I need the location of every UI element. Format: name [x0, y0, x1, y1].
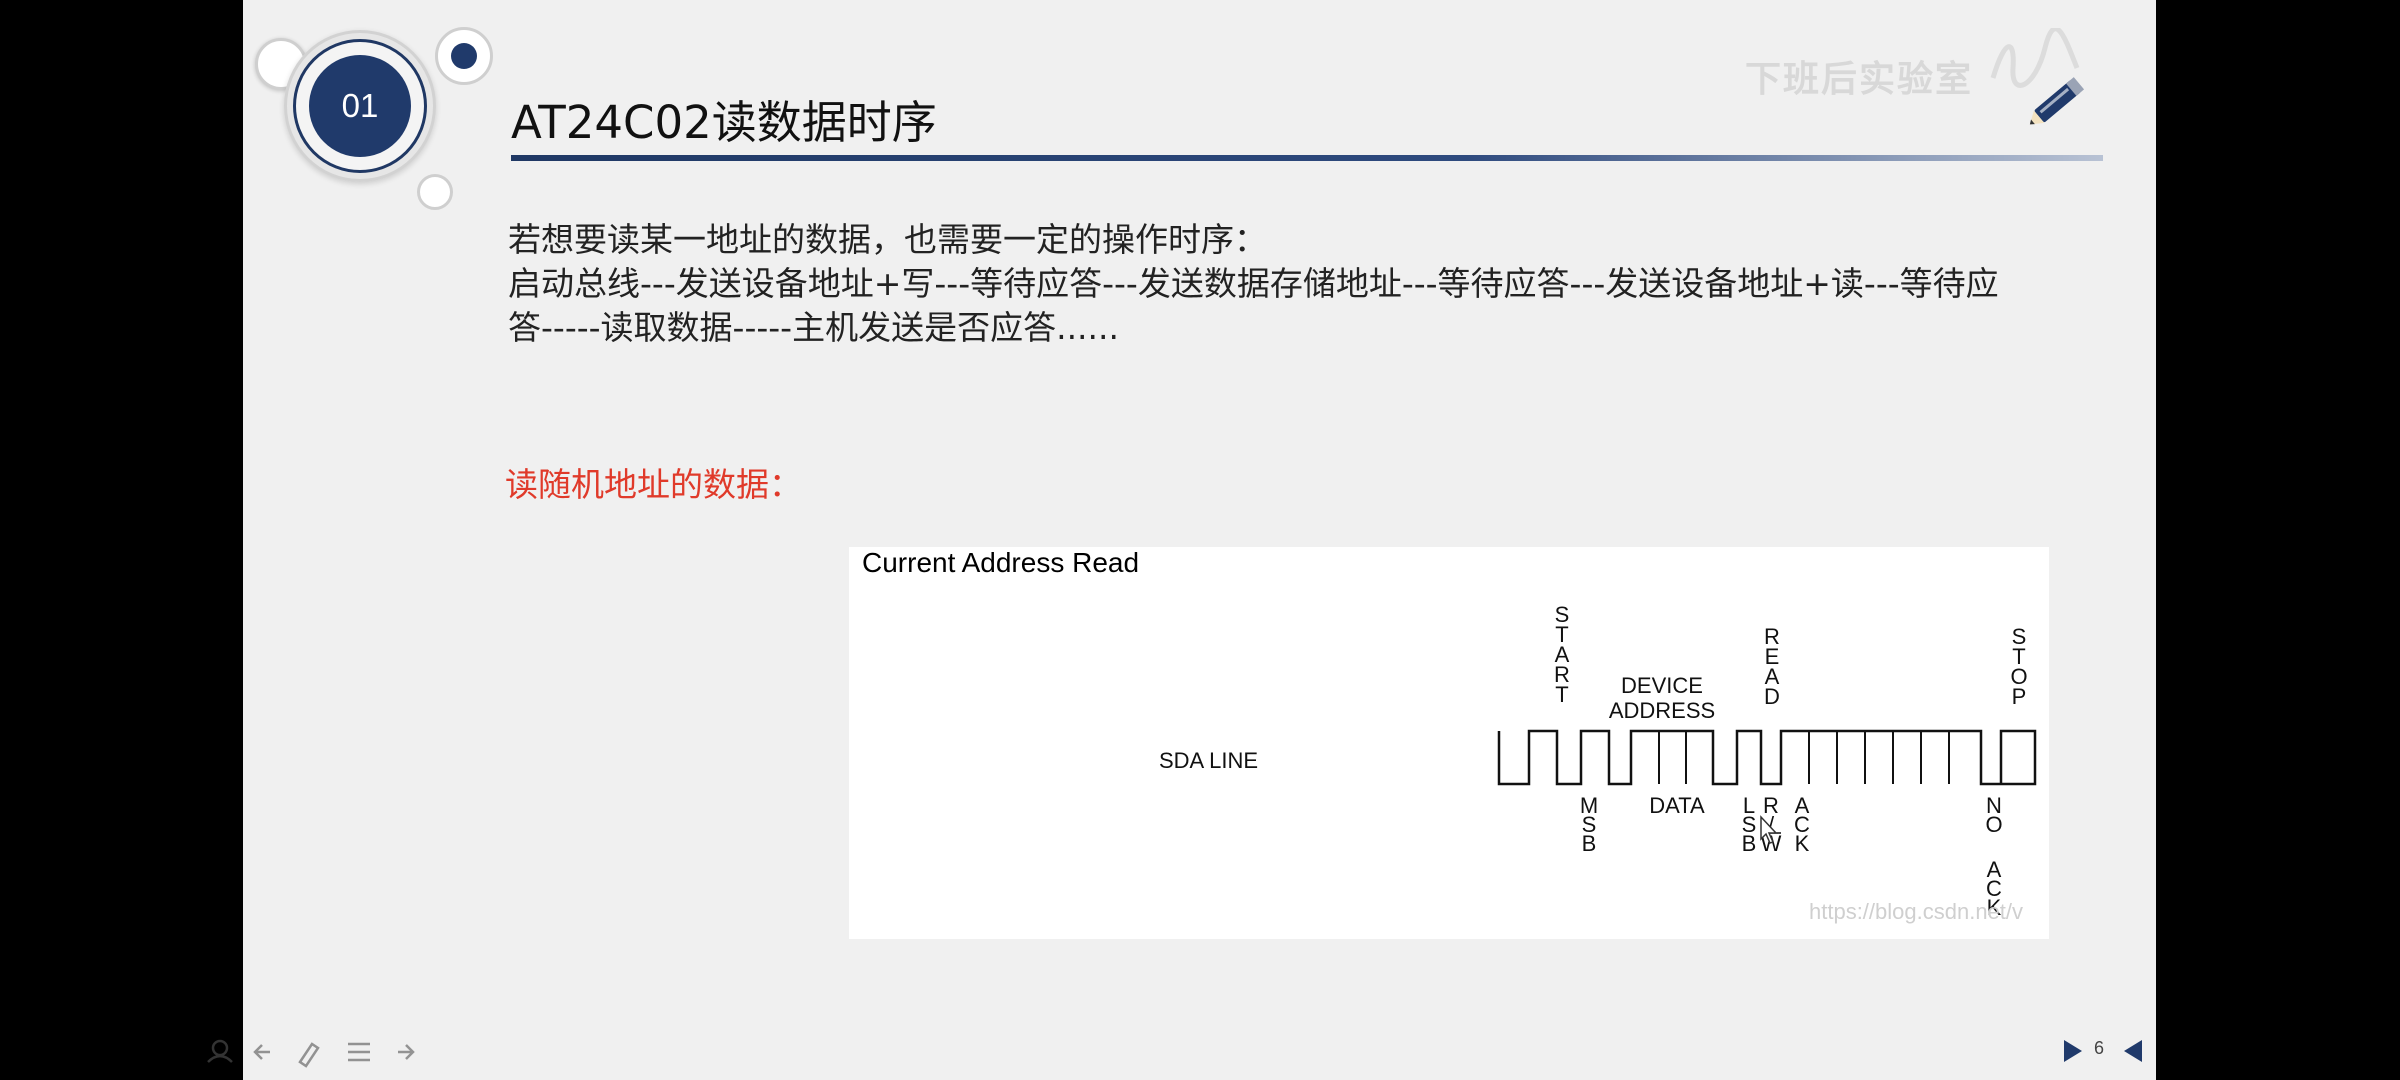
label-stop-char: S: [2012, 624, 2027, 649]
label-ack-char: A: [1795, 793, 1810, 818]
label-no-char: O: [1985, 812, 2002, 837]
label-data: DATA: [1649, 793, 1705, 818]
label-stop-char: O: [2010, 664, 2027, 689]
label-read-char: D: [1764, 684, 1780, 709]
next-slide-icon[interactable]: [2058, 1036, 2088, 1066]
sda-line-label: SDA LINE: [1159, 748, 1258, 773]
sda-waveform: [1497, 729, 2037, 786]
label-noack-char: C: [1986, 876, 2002, 901]
decor-circle: [435, 27, 493, 85]
title-underline: [511, 155, 2103, 161]
slide-title: AT24C02读数据时序: [511, 96, 937, 149]
label-start-char: S: [1555, 602, 1570, 627]
slide: 01 AT24C02读数据时序 下班后实验室 若想要读某一地址的数据，也需要一定…: [243, 0, 2156, 1080]
label-read-char: R: [1764, 624, 1780, 649]
label-noack-char: K: [1987, 895, 2002, 920]
label-msb-char: B: [1582, 831, 1597, 856]
label-noack-char: A: [1987, 857, 2002, 882]
label-stop-char: P: [2012, 684, 2027, 709]
label-lsb-char: L: [1743, 793, 1755, 818]
signature-watermark-icon: [1990, 28, 2080, 88]
page-number: 6: [2094, 1038, 2105, 1058]
label-start-char: A: [1555, 642, 1570, 667]
label-read-char: A: [1765, 664, 1780, 689]
label-lsb-char: B: [1742, 831, 1757, 856]
watermark-text: 下班后实验室: [1745, 59, 1974, 100]
label-rw-char: W: [1761, 831, 1782, 856]
decor-circle: [417, 174, 453, 210]
user-icon[interactable]: [207, 1039, 233, 1063]
pen-tool-icon[interactable]: [298, 1042, 320, 1068]
label-lsb-char: S: [1742, 812, 1757, 837]
bit-separators: [1658, 731, 1950, 784]
label-no-char: N: [1986, 793, 2002, 818]
prev-slide-icon[interactable]: [2118, 1036, 2148, 1066]
label-start-char: R: [1554, 662, 1570, 687]
intro-text: 若想要读某一地址的数据，也需要一定的操作时序： 启动总线---发送设备地址+写-…: [508, 218, 2068, 350]
pencil-icon: [2029, 77, 2085, 125]
timing-diagram-svg: S T A R T DEVICE ADDRESS R E A D S T O P…: [1159, 602, 2037, 920]
prev-arrow-icon[interactable]: [253, 1044, 270, 1060]
label-device: DEVICE: [1621, 673, 1703, 698]
mouse-cursor-icon: [1760, 815, 1778, 844]
presenter-toolbar: [207, 1039, 415, 1068]
label-stop-char: T: [2012, 644, 2025, 669]
diagram-title: Current Address Read: [862, 547, 1140, 578]
intro-line: 启动总线---发送设备地址+写---等待应答---发送数据存储地址---等待应答…: [508, 264, 1999, 303]
next-arrow-icon[interactable]: [398, 1044, 415, 1060]
label-start-char: T: [1555, 682, 1568, 707]
intro-line: 答-----读取数据-----主机发送是否应答......: [508, 308, 1120, 347]
label-address: ADDRESS: [1609, 698, 1715, 723]
label-start-char: T: [1555, 622, 1568, 647]
label-rw-char: R: [1763, 793, 1779, 818]
timing-diagram: Current Address Read S T A R T DEVICE AD…: [849, 547, 2049, 939]
label-msb-char: S: [1582, 812, 1597, 837]
menu-icon[interactable]: [348, 1042, 370, 1062]
label-rw-char: /: [1768, 812, 1775, 837]
url-watermark: https://blog.csdn.net/v: [1809, 899, 2024, 924]
label-ack-char: C: [1794, 812, 1810, 837]
intro-line: 若想要读某一地址的数据，也需要一定的操作时序：: [508, 220, 1267, 259]
label-msb-char: M: [1580, 793, 1598, 818]
badge-number: 01: [309, 55, 411, 157]
section-heading: 读随机地址的数据：: [505, 465, 802, 504]
label-read-char: E: [1765, 644, 1780, 669]
label-ack-char: K: [1795, 831, 1810, 856]
